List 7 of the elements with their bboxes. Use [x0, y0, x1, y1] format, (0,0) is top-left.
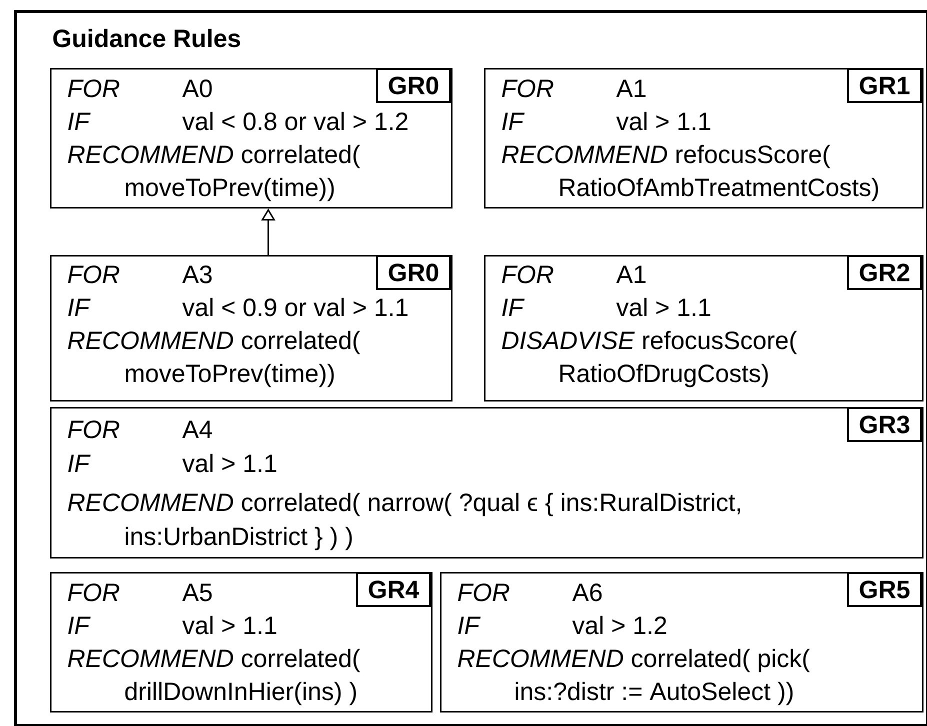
- rule-tag: GR1: [847, 68, 922, 103]
- rule-tag: GR2: [847, 255, 922, 290]
- rule-tag: GR0: [376, 68, 451, 103]
- rule-tag: GR4: [356, 572, 431, 607]
- rule-tag: GR0: [376, 255, 451, 290]
- rule-tag: GR5: [847, 572, 922, 607]
- rule-tag: GR3: [847, 407, 922, 442]
